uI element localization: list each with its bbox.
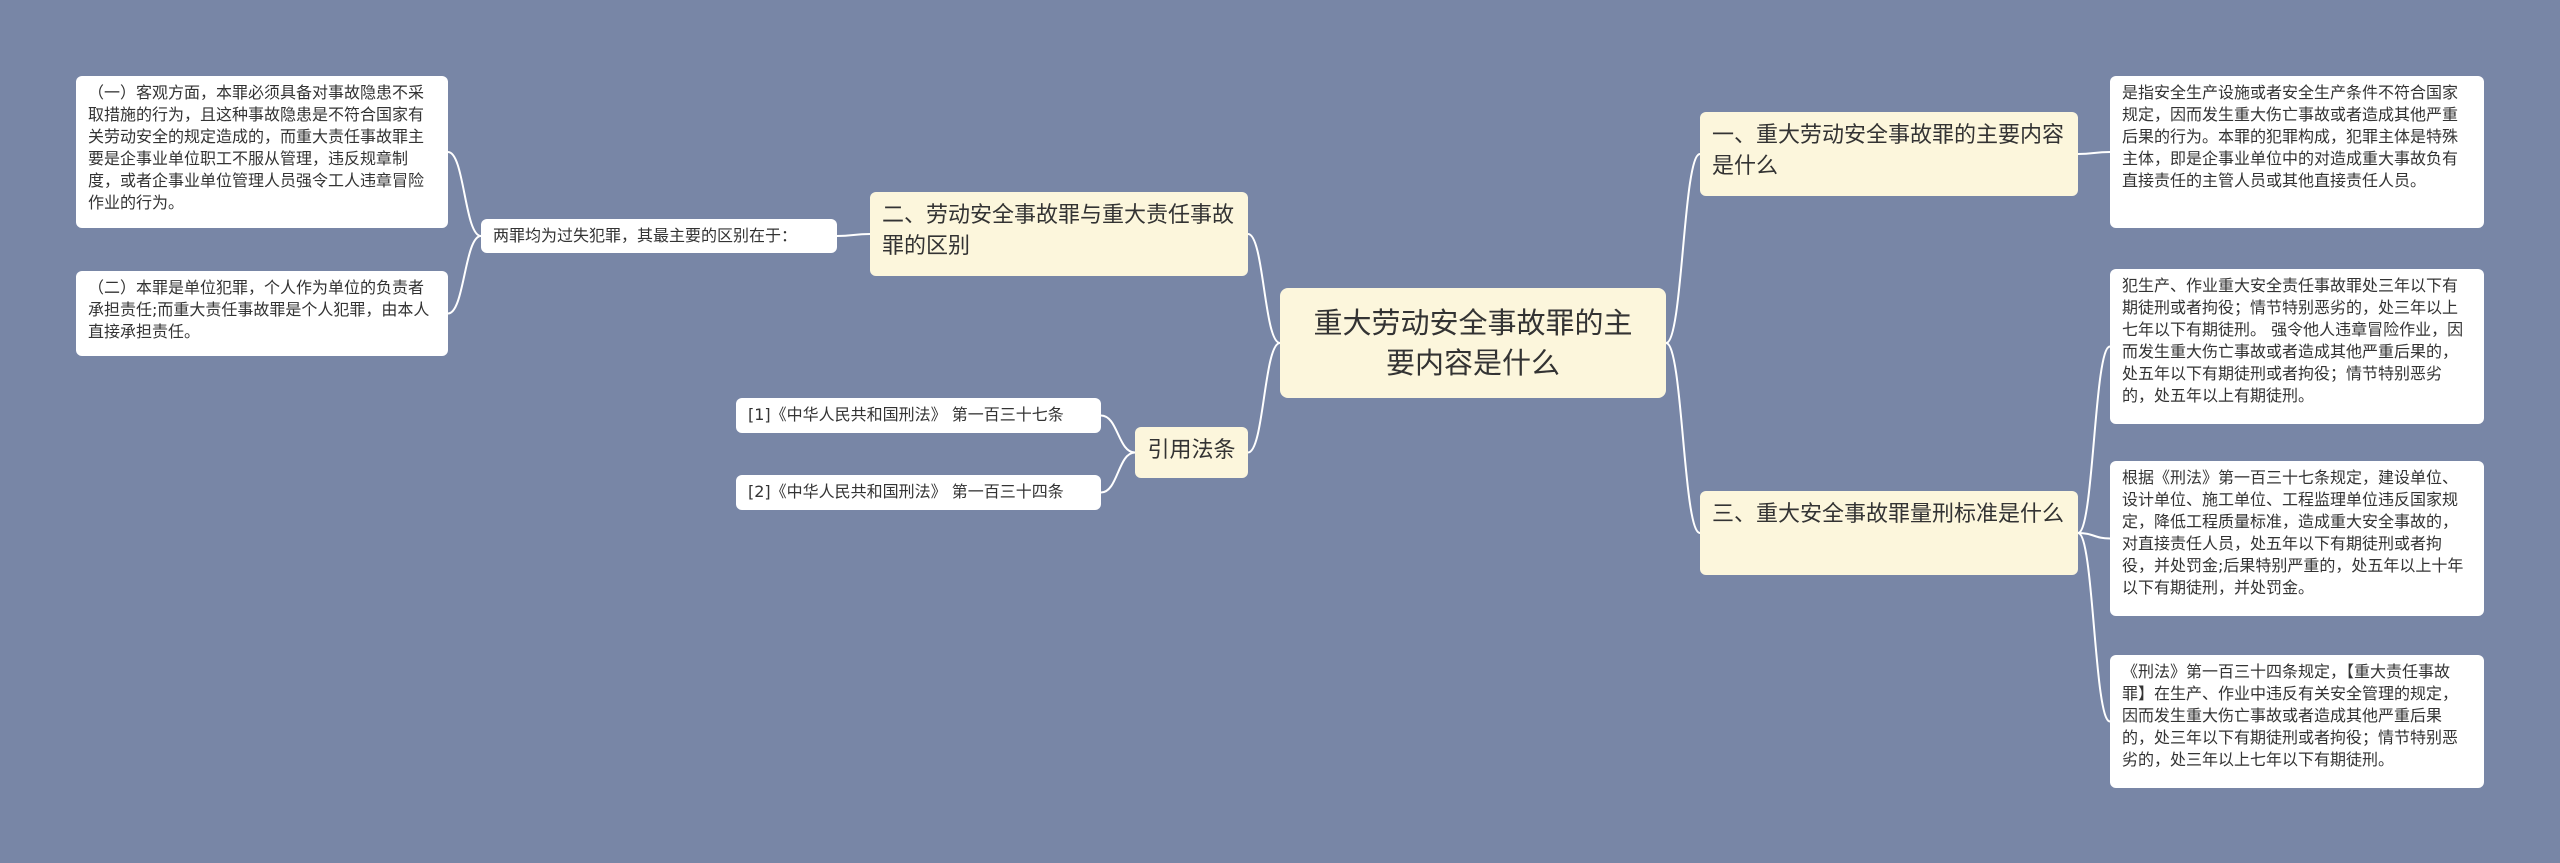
branch-node-sentencing[interactable]: 三、重大安全事故罪量刑标准是什么 <box>1700 491 2078 575</box>
branch-node-citations[interactable]: 引用法条 <box>1135 427 1248 478</box>
leaf-text: 《刑法》第一百三十四条规定，【重大责任事故罪】在生产、作业中违反有关安全管理的规… <box>2122 662 2459 769</box>
citation-text: [1]《中华人民共和国刑法》 第一百三十七条 <box>748 405 1064 424</box>
leaf-node-article-134[interactable]: 《刑法》第一百三十四条规定，【重大责任事故罪】在生产、作业中违反有关安全管理的规… <box>2110 655 2484 788</box>
connector-line <box>1665 342 1701 534</box>
connector-line <box>2077 532 2111 723</box>
branch-node-label: 一、重大劳动安全事故罪的主要内容是什么 <box>1712 123 2065 179</box>
connector-line <box>2077 345 2111 534</box>
connector-line <box>1100 451 1136 494</box>
leaf-node-objective-aspect[interactable]: （一）客观方面，本罪必须具备对事故隐患不采取措施的行为，且这种事故隐患是不符合国… <box>76 76 448 228</box>
leaf-node-unit-crime[interactable]: （二）本罪是单位犯罪，个人作为单位的负责者承担责任;而重大责任事故罪是个人犯罪，… <box>76 271 448 356</box>
leaf-text: 两罪均为过失犯罪，其最主要的区别在于： <box>493 226 798 245</box>
connector-line <box>447 151 482 237</box>
intermediate-node-both-negligent[interactable]: 两罪均为过失犯罪，其最主要的区别在于： <box>481 219 837 253</box>
leaf-node-penalty-production[interactable]: 犯生产、作业重大安全责任事故罪处三年以下有期徒刑或者拘役；情节特别恶劣的，处三年… <box>2110 269 2484 424</box>
connector-line <box>1100 414 1136 454</box>
connector-line <box>2077 151 2111 155</box>
leaf-text: （一）客观方面，本罪必须具备对事故隐患不采取措施的行为，且这种事故隐患是不符合国… <box>88 83 425 212</box>
branch-node-difference[interactable]: 二、劳动安全事故罪与重大责任事故罪的区别 <box>870 192 1248 276</box>
citation-item[interactable]: [1]《中华人民共和国刑法》 第一百三十七条 <box>736 398 1101 433</box>
leaf-node-definition[interactable]: 是指安全生产设施或者安全生产条件不符合国家规定，因而发生重大伤亡事故或者造成其他… <box>2110 76 2484 228</box>
connector-line <box>447 235 482 315</box>
citation-item[interactable]: [2]《中华人民共和国刑法》 第一百三十四条 <box>736 475 1101 510</box>
root-node[interactable]: 重大劳动安全事故罪的主要内容是什么 <box>1280 288 1666 398</box>
root-node-label: 重大劳动安全事故罪的主要内容是什么 <box>1313 306 1633 380</box>
connector-line <box>1665 153 1701 344</box>
leaf-text: 是指安全生产设施或者安全生产条件不符合国家规定，因而发生重大伤亡事故或者造成其他… <box>2122 83 2459 190</box>
branch-node-label: 三、重大安全事故罪量刑标准是什么 <box>1712 502 2065 527</box>
leaf-text: 根据《刑法》第一百三十七条规定，建设单位、设计单位、施工单位、工程监理单位违反国… <box>2122 468 2464 597</box>
connector-line <box>1247 342 1281 454</box>
leaf-text: 犯生产、作业重大安全责任事故罪处三年以下有期徒刑或者拘役；情节特别恶劣的，处三年… <box>2122 276 2464 405</box>
citation-text: [2]《中华人民共和国刑法》 第一百三十四条 <box>748 482 1064 501</box>
branch-node-label: 二、劳动安全事故罪与重大责任事故罪的区别 <box>882 203 1235 259</box>
connector-line <box>836 233 871 237</box>
connector-line <box>2077 532 2111 540</box>
connector-line <box>1247 233 1281 344</box>
leaf-text: （二）本罪是单位犯罪，个人作为单位的负责者承担责任;而重大责任事故罪是个人犯罪，… <box>88 278 430 341</box>
leaf-node-article-137[interactable]: 根据《刑法》第一百三十七条规定，建设单位、设计单位、施工单位、工程监理单位违反国… <box>2110 461 2484 616</box>
branch-node-main-content[interactable]: 一、重大劳动安全事故罪的主要内容是什么 <box>1700 112 2078 196</box>
branch-node-label: 引用法条 <box>1147 438 1236 463</box>
